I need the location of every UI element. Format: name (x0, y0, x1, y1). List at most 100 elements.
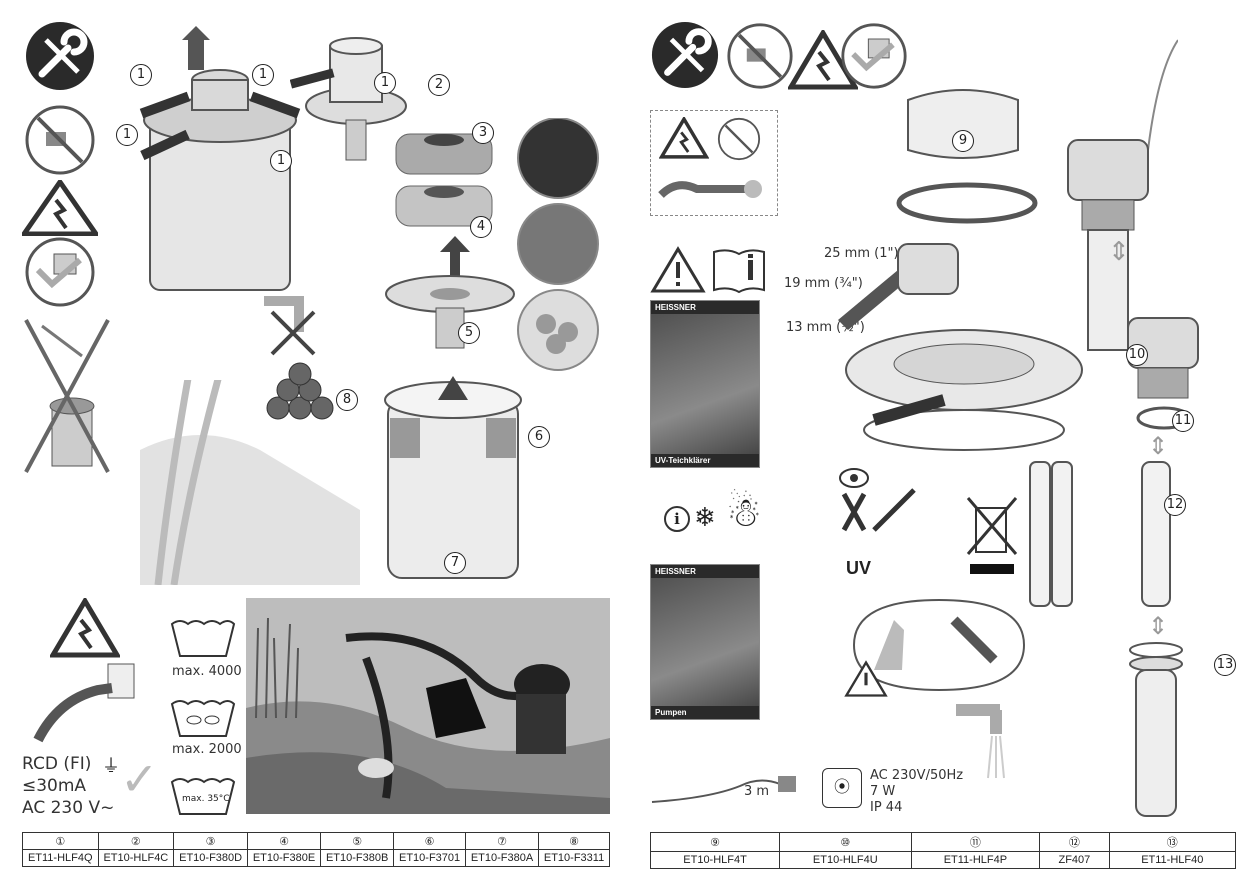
table-cell: ET10-HLF4C (97, 849, 175, 867)
spec-wattage: 7 W (870, 784, 896, 799)
pond-basin-temp-icon (170, 778, 236, 815)
pond-scene (246, 598, 610, 814)
booklet-uv-clarifier: HEISSNER UV-Teichklärer (650, 300, 760, 468)
electric-hazard-icon-2 (50, 598, 120, 658)
no-plug-icon (25, 105, 95, 175)
callout-10: 10 (1126, 344, 1148, 366)
electric-hazard-icon-right (788, 30, 858, 90)
table-cell: ⑨ (649, 832, 781, 852)
table-cell: ET10-F380A (464, 849, 540, 867)
table-cell: ⑦ (464, 832, 540, 850)
tools-icon (26, 22, 94, 90)
info-icon: i (664, 506, 690, 532)
table-row-header: ① ② ③ ④ ⑤ ⑥ ⑦ ⑧ (22, 832, 610, 850)
crossed-filter-icon (24, 319, 110, 473)
left-page: 1 1 1 1 1 2 3 4 5 6 7 (0, 0, 628, 882)
table-cell: ZF407 (1039, 851, 1110, 869)
lid-illustration (290, 37, 407, 161)
updown-arrow-icon-3: ⇕ (1148, 613, 1169, 640)
callout-5: 5 (458, 322, 480, 344)
callout-1a: 1 (130, 64, 152, 86)
uv-eye-warning-icon (839, 468, 916, 532)
table-cell: ⑤ (320, 832, 395, 850)
rcd-line-2: ≤30mA (22, 776, 87, 796)
hose-size-19: 19 mm (¾") (784, 276, 863, 291)
uv-label: UV (846, 558, 872, 578)
up-arrow (440, 236, 470, 276)
table-cell: ET10-HLF4U (779, 851, 912, 869)
callout-13: 13 (1214, 654, 1236, 676)
uv-cover-illustration (907, 89, 1019, 159)
plug-check-icon-right (841, 23, 907, 89)
table-cell: ⑪ (910, 832, 1041, 852)
snowflake-icon: ❄ (694, 502, 716, 532)
bucket-illustration (384, 376, 522, 579)
callout-1c: 1 (116, 124, 138, 146)
warning-triangle-icon-2 (844, 660, 888, 697)
table-cell: ET10-F3311 (538, 849, 610, 867)
electric-hazard-icon-small (659, 117, 709, 159)
updown-arrow-icon: ⇕ (1108, 236, 1130, 266)
rcd-line-3: AC 230 V~ (22, 798, 115, 818)
callout-2: 2 (428, 74, 450, 96)
callout-3: 3 (472, 122, 494, 144)
broken-tube-illustration (1029, 461, 1073, 607)
media-circles (517, 118, 599, 371)
callout-11: 11 (1172, 410, 1194, 432)
no-plug-icon-small (717, 117, 761, 161)
rcd-line-1: RCD (FI) (22, 754, 92, 774)
table-cell: ④ (246, 832, 322, 850)
check-icon: ✓ (120, 753, 159, 805)
booklet-pumps: HEISSNER Pumpen (650, 564, 760, 720)
table-cell: ET11-HLF40 (1108, 851, 1237, 869)
table-cell: ⑫ (1039, 832, 1110, 852)
booklet-brand: HEISSNER (651, 301, 759, 314)
table-cell: ② (97, 832, 175, 850)
socket-icon: ⦿ (822, 768, 862, 808)
table-cell: ET10-F3701 (393, 849, 466, 867)
hand-plug-icon (33, 663, 135, 743)
pond-basin-icon-1 (170, 620, 236, 657)
table-cell: ⑧ (538, 832, 610, 850)
table-cell: ⑬ (1108, 832, 1237, 852)
table-cell: ET10-F380E (246, 849, 322, 867)
table-row: ET10-HLF4T ET10-HLF4U ET11-HLF4P ZF407 E… (649, 851, 1237, 869)
tap-icon (956, 704, 1005, 779)
booklet-title: UV-Teichklärer (651, 454, 759, 467)
table-cell: ET10-HLF4T (649, 851, 781, 869)
uv-lamp-icon (658, 180, 762, 198)
table-cell: ET10-F380B (320, 849, 395, 867)
filter-lid-base-illustration (845, 329, 1083, 451)
table-cell: ET11-HLF4P (910, 851, 1041, 869)
hose-size-25: 25 mm (1") (824, 246, 899, 261)
hose-adaptor-illustration (838, 243, 959, 330)
warning-triangle-icon (650, 246, 706, 293)
callout-9: 9 (952, 130, 974, 152)
table-cell: ⑥ (393, 832, 466, 850)
quartz-tube-illustration (1141, 461, 1171, 607)
table-cell: ⑩ (779, 832, 912, 852)
filter-unit-illustration (139, 26, 301, 291)
capacity-max-4000: max. 4000 l (172, 664, 250, 679)
table-cell: ① (22, 832, 99, 850)
capacity-max-2000: max. 2000 l (172, 742, 250, 757)
callout-8: 8 (336, 389, 358, 411)
uv-warning-box (650, 110, 778, 216)
ground-icon: ⏚ (102, 756, 120, 776)
water-shape (140, 380, 360, 585)
electric-hazard-icon (22, 180, 98, 236)
snowman-icon: ☃ (726, 491, 762, 535)
callout-1d: 1 (270, 150, 292, 172)
pond-basin-fish-icon (170, 700, 236, 737)
inner-tube-illustration (1129, 642, 1183, 817)
callout-7: 7 (444, 552, 466, 574)
cable-length: 3 m (744, 784, 770, 799)
no-plug-icon-right (727, 23, 793, 89)
capacity-max-temp: max. 35°C (182, 794, 230, 804)
callout-6: 6 (528, 426, 550, 448)
spec-ip-rating: IP 44 (870, 800, 903, 815)
no-bin-icon (966, 497, 1018, 574)
booklet-title-2: Pumpen (651, 706, 759, 719)
callout-1b: 1 (252, 64, 274, 86)
manual-icon (713, 249, 765, 294)
